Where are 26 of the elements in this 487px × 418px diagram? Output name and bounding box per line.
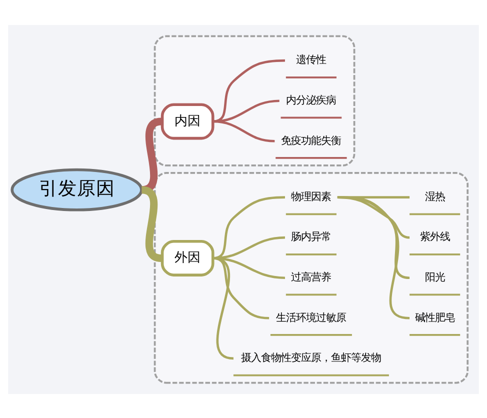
node-text: 肠内异常 <box>291 230 332 243</box>
node-text: 内分泌疾病 <box>286 94 336 106</box>
node-text: 生活环境过敏原 <box>276 311 346 324</box>
cluster <box>154 172 469 384</box>
connector <box>140 186 162 262</box>
node-text: 遗传性 <box>296 54 326 66</box>
node-text: 紫外线 <box>420 230 450 243</box>
node-text: 阳光 <box>424 270 445 283</box>
cluster <box>154 34 356 166</box>
node-text: 过高营养 <box>291 270 332 283</box>
node-text: 碱性肥皂 <box>414 311 455 324</box>
connector <box>337 196 410 198</box>
node-text: 湿热 <box>424 190 445 202</box>
connector <box>337 196 410 238</box>
node-text: 摄入食物性变应原，鱼虾等发物 <box>241 352 382 364</box>
connector <box>212 120 275 142</box>
node-box: 内因 <box>160 102 214 140</box>
connector <box>212 236 286 259</box>
node-text: 免疫功能失衡 <box>281 134 342 146</box>
node-ellipse: 引发原因 <box>10 168 143 211</box>
node-box: 外因 <box>160 239 214 276</box>
connector <box>212 58 285 122</box>
connector <box>212 196 285 259</box>
connector <box>337 196 410 319</box>
node-text: 物理因素 <box>291 190 332 202</box>
connector <box>337 196 410 279</box>
